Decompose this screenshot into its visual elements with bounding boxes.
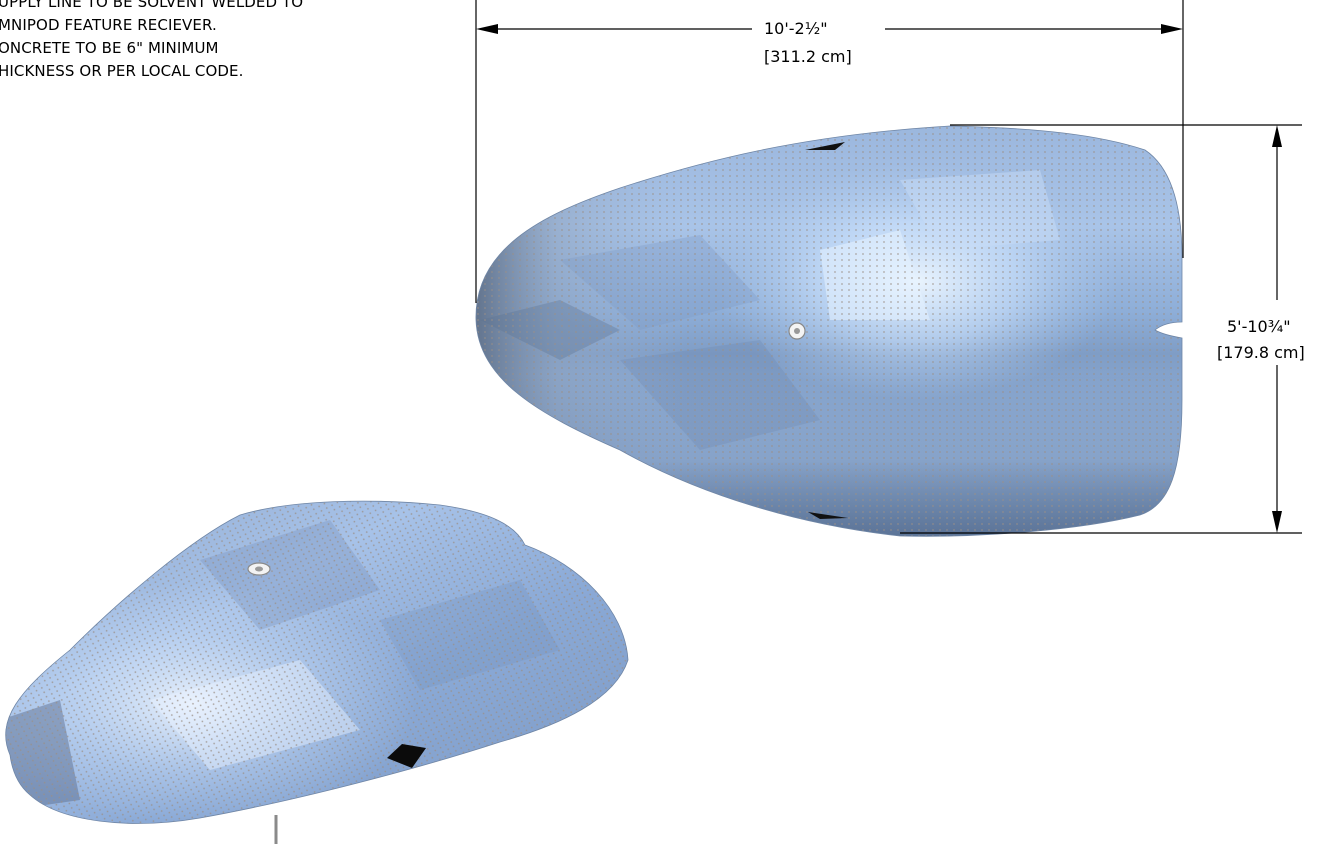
dimension-lines — [475, 0, 1302, 534]
center-fitting — [788, 322, 806, 340]
note-line-2: MNIPOD FEATURE RECIEVER. — [0, 16, 217, 34]
width-dimension-imperial: 5'-10¾" — [1227, 317, 1291, 336]
width-dimension-metric: [179.8 cm] — [1217, 343, 1305, 362]
bottom-attachment-mark — [808, 512, 848, 519]
note-line-1: UPPLY LINE TO BE SOLVENT WELDED TO — [0, 0, 304, 11]
iso-hatch-plate — [387, 744, 426, 768]
note-line-3: ONCRETE TO BE 6" MINIMUM — [0, 39, 219, 57]
plan-view — [475, 125, 1183, 537]
length-dimension-metric: [311.2 cm] — [764, 47, 852, 66]
isometric-view — [5, 500, 629, 844]
top-attachment-mark — [805, 142, 845, 150]
iso-fitting — [247, 562, 271, 576]
length-dimension-imperial: 10'-2½" — [758, 18, 834, 40]
note-line-4: HICKNESS OR PER LOCAL CODE. — [0, 62, 244, 80]
